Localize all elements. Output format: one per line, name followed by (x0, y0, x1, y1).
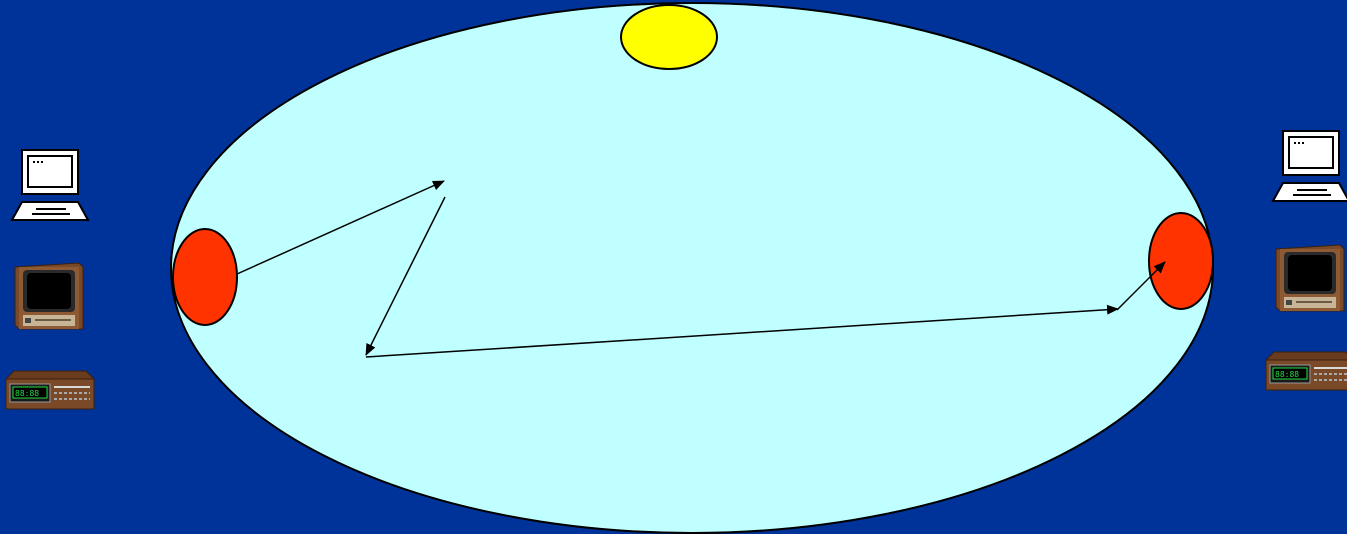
path-arrow (236, 180, 445, 275)
television-icon (14, 262, 84, 330)
left-endpoint-node (172, 228, 238, 326)
path-arrow (365, 196, 446, 356)
stereo-receiver-icon (5, 370, 95, 410)
network-ellipse (170, 2, 1214, 534)
right-endpoint-node (1148, 212, 1214, 310)
left-devices (5, 149, 95, 410)
computer-icon (11, 149, 89, 221)
path-arrow (1116, 261, 1166, 311)
television-icon (1275, 244, 1345, 312)
computer-icon (1272, 130, 1347, 202)
routing-path (236, 180, 1166, 358)
stereo-receiver-icon (1265, 351, 1347, 391)
path-arrow (365, 304, 1119, 358)
right-devices (1265, 130, 1347, 391)
top-node (620, 4, 718, 70)
